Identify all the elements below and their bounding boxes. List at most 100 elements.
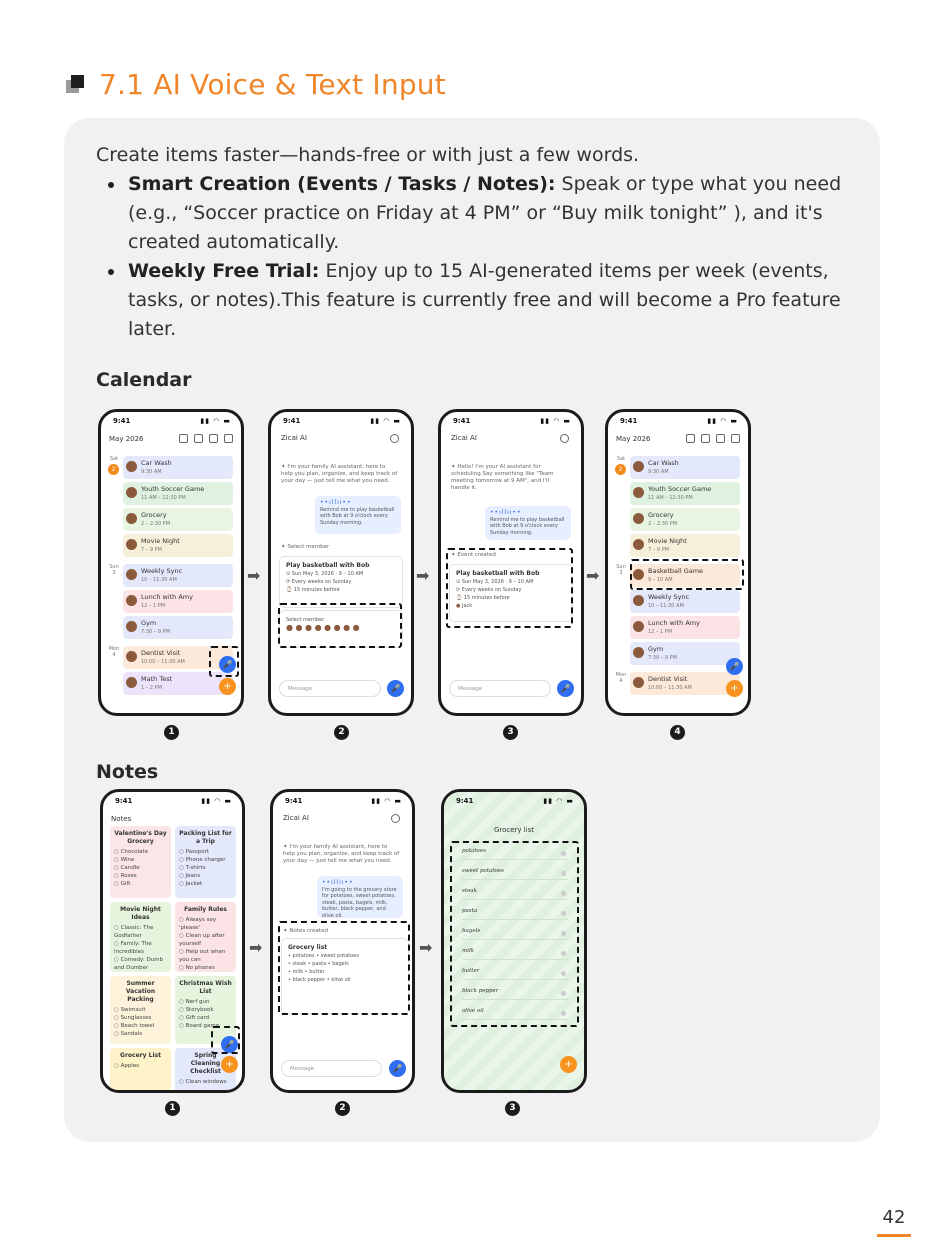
list-item: black pepper bbox=[462, 988, 568, 1000]
feature-list: Smart Creation (Events / Tasks / Notes):… bbox=[105, 170, 855, 344]
feature-text: Speak or type what you need (e.g., “Socc… bbox=[128, 173, 842, 253]
add-button[interactable]: + bbox=[221, 1056, 238, 1073]
mic-icon[interactable]: 🎤 bbox=[389, 1060, 406, 1077]
mic-icon[interactable]: 🎤 bbox=[219, 656, 236, 673]
mic-icon[interactable]: 🎤 bbox=[726, 658, 743, 675]
highlight-box bbox=[446, 548, 573, 628]
feature-label: Smart Creation (Events / Tasks / Notes): bbox=[128, 173, 556, 195]
note-card: Christmas Wish ListNerf gunStorybookGift… bbox=[175, 976, 236, 1044]
month-label: May 2026 bbox=[616, 435, 651, 443]
highlight-box bbox=[450, 841, 579, 1027]
note-card: Packing List for a TripPassportPhone cha… bbox=[175, 826, 236, 898]
info-icon bbox=[560, 434, 569, 443]
info-icon bbox=[391, 814, 400, 823]
step-number: 3 bbox=[503, 725, 518, 740]
note-card: Movie Night IdeasClassic: The GodfatherF… bbox=[110, 902, 171, 972]
status-time: 9:41 bbox=[285, 797, 303, 805]
mic-icon[interactable]: 🎤 bbox=[387, 680, 404, 697]
step-number: 3 bbox=[505, 1101, 520, 1116]
status-time: 9:41 bbox=[115, 797, 133, 805]
section-title: 7.1 AI Voice & Text Input bbox=[99, 67, 446, 101]
arrow-right-icon: ➡ bbox=[419, 938, 433, 957]
status-time: 9:41 bbox=[456, 797, 474, 805]
event-preview-card: Play basketball with Bob⊙ Sun May 3, 202… bbox=[279, 556, 403, 608]
list-item: olive oil bbox=[462, 1008, 568, 1020]
step-number: 1 bbox=[164, 725, 179, 740]
calendar-screenshot-2: 9:41▮▮ ◠ ▬ Zicai AI ✦ I'm your family AI… bbox=[268, 409, 414, 716]
toolbar-icons bbox=[686, 434, 740, 443]
notes-created-text: ✦ Notes created bbox=[283, 928, 328, 934]
arrow-right-icon: ➡ bbox=[249, 938, 263, 957]
list-item: bagels bbox=[462, 928, 568, 940]
select-member-text: ✦ Select member bbox=[281, 544, 330, 550]
event-created-card: Play basketball with Bob⊙ Sun May 3, 202… bbox=[449, 564, 573, 622]
chat-title: Zicai AI bbox=[283, 814, 309, 822]
note-card: Grocery ListApples bbox=[110, 1048, 171, 1090]
page-number: 42 bbox=[882, 1207, 906, 1228]
list-item: sweet potatoes bbox=[462, 868, 568, 880]
feature-label: Weekly Free Trial: bbox=[128, 260, 320, 282]
assistant-message: ✦ I'm your family AI assistant, here to … bbox=[283, 844, 400, 864]
status-time: 9:41 bbox=[453, 417, 471, 425]
list-item: potatoes bbox=[462, 848, 568, 860]
mic-icon[interactable]: 🎤 bbox=[221, 1036, 238, 1053]
voice-bubble: ••ıllıı••I'm going to the grocery store … bbox=[317, 876, 403, 919]
message-input[interactable]: Message bbox=[449, 680, 551, 697]
add-button[interactable]: + bbox=[560, 1056, 577, 1073]
list-item: milk bbox=[462, 948, 568, 960]
arrow-right-icon: ➡ bbox=[586, 566, 600, 585]
intro-text: Create items faster—hands-free or with j… bbox=[96, 144, 640, 166]
assistant-message: ✦ Hello! I'm your AI assistant for sched… bbox=[451, 464, 554, 491]
month-label: May 2026 bbox=[109, 435, 144, 443]
step-number: 2 bbox=[335, 1101, 350, 1116]
status-time: 9:41 bbox=[283, 417, 301, 425]
highlight-box bbox=[278, 921, 410, 1015]
feature-text: Enjoy up to 15 AI-generated items per we… bbox=[128, 260, 841, 340]
add-button[interactable]: + bbox=[726, 680, 743, 697]
step-number: 2 bbox=[334, 725, 349, 740]
step-number: 1 bbox=[165, 1101, 180, 1116]
assistant-message: ✦ I'm your family AI assistant, here to … bbox=[281, 464, 398, 484]
page-number-underline bbox=[877, 1234, 911, 1237]
mic-icon[interactable]: 🎤 bbox=[557, 680, 574, 697]
status-time: 9:41 bbox=[113, 417, 131, 425]
message-input[interactable]: Message bbox=[281, 1060, 382, 1077]
note-card: Summer Vacation PackingSwimsuitSunglasse… bbox=[110, 976, 171, 1044]
voice-bubble: ••ıllıı••Remind me to play basketball wi… bbox=[485, 506, 571, 540]
event-created-text: ✦ Event created bbox=[451, 552, 496, 558]
add-button[interactable]: + bbox=[219, 678, 236, 695]
chat-title: Zicai AI bbox=[451, 434, 477, 442]
section-heading: 7.1 AI Voice & Text Input bbox=[66, 66, 446, 102]
notes-screenshot-1: 9:41▮▮ ◠ ▬ Notes Valentine's Day Grocery… bbox=[100, 789, 245, 1093]
voice-bubble: ••ıllıı••Remind me to play basketball wi… bbox=[315, 496, 401, 534]
feature-item: Smart Creation (Events / Tasks / Notes):… bbox=[105, 170, 855, 257]
highlight-box bbox=[630, 559, 744, 590]
arrow-right-icon: ➡ bbox=[416, 566, 430, 585]
member-picker[interactable]: Select member● ● ● ● ● ● ● ● bbox=[279, 610, 403, 648]
feature-item: Weekly Free Trial: Enjoy up to 15 AI-gen… bbox=[105, 257, 855, 344]
notes-label: Notes bbox=[96, 761, 159, 783]
message-input[interactable]: Message bbox=[279, 680, 381, 697]
